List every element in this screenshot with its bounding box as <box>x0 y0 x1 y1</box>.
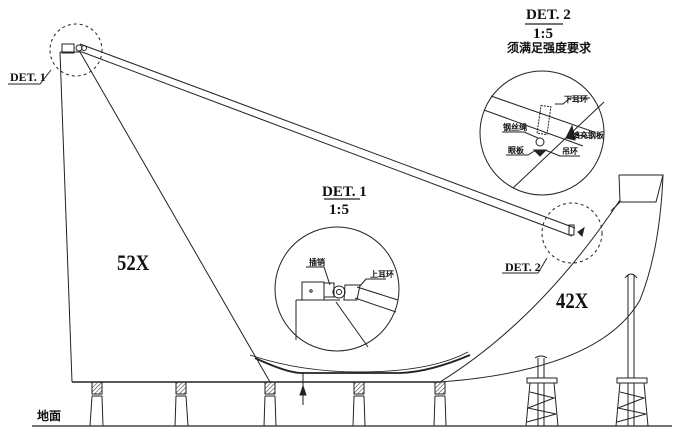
lattice-tower-right <box>615 273 649 427</box>
block-52x-outline <box>59 51 471 383</box>
hull-arc <box>249 351 469 373</box>
lift-arrow <box>299 372 307 405</box>
det2-marker-circle <box>541 202 603 264</box>
det1-callout-upper-lug: 上耳环 <box>370 270 394 279</box>
det1-title: DET. 1 <box>322 184 367 200</box>
det1-detail-circle <box>274 226 400 352</box>
det2-callout-shackle: 吊环 <box>562 147 578 156</box>
det2-callout-filler-plate: 填充钢板 <box>572 131 604 140</box>
det2-scale: 1:5 <box>533 26 553 42</box>
block-52x-label: 52X <box>117 250 150 275</box>
det2-title: DET. 2 <box>526 7 571 23</box>
det2-callout-lower-lug: 下耳环 <box>564 95 588 104</box>
ground-label: 地面 <box>37 409 62 423</box>
det2-callout-doubler-plate: 眼板 <box>508 146 524 155</box>
det1-reference-label: DET. 1 <box>10 70 46 84</box>
pedestal-supports <box>89 381 447 427</box>
det2-detail-circle <box>479 70 605 196</box>
block-42x-label: 42X <box>556 288 589 313</box>
det1-callout-pin: 插销 <box>309 258 325 267</box>
det1-scale: 1:5 <box>329 202 349 218</box>
lattice-tower-left <box>525 355 559 427</box>
det2-callout-wire-rope: 钢丝绳 <box>503 123 527 132</box>
det1-marker-circle <box>49 23 103 77</box>
det2-note: 须满足强度要求 <box>507 41 592 55</box>
block-42x-outline <box>72 174 664 383</box>
wire-rope <box>79 43 576 237</box>
det2-reference-label: DET. 2 <box>505 260 541 274</box>
